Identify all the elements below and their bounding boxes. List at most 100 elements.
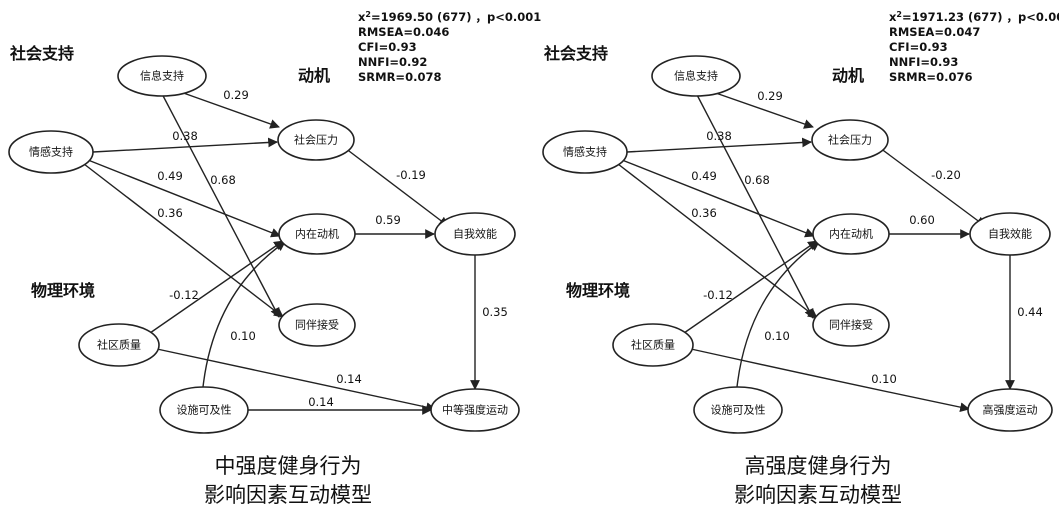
- coef-fac-intr: 0.10: [230, 329, 256, 343]
- coef-social-eff: -0.20: [931, 168, 961, 182]
- group-social-support: 社会支持: [9, 44, 74, 63]
- coef-intr-eff: 0.59: [375, 213, 401, 227]
- left-fit-stats: x2=1969.50 (677) ，p<0.001 RMSEA=0.046 CF…: [358, 10, 541, 84]
- fit-chi-prefix: x: [358, 10, 366, 24]
- node-outcome: [430, 388, 520, 432]
- node-self-efficacy: [969, 212, 1051, 256]
- coef-emo-social: 0.38: [172, 129, 198, 143]
- fit-srmr: SRMR=0.076: [889, 70, 972, 84]
- node-outcome-label: 中等强度运动: [442, 403, 508, 417]
- coef-social-eff: -0.19: [396, 168, 426, 182]
- node-social-pressure: [811, 119, 889, 161]
- node-info-support: [117, 55, 207, 97]
- coef-info-social: 0.29: [757, 89, 783, 103]
- fit-rmsea: RMSEA=0.047: [889, 25, 980, 39]
- edge-comm-intr: [149, 240, 284, 334]
- edge-emo-peer: [83, 163, 284, 318]
- node-intrinsic-motivation-label: 内在动机: [829, 227, 873, 241]
- edge-info-peer: [694, 90, 814, 319]
- fit-chi-sup: 2: [896, 10, 902, 19]
- group-motivation: 动机: [298, 66, 330, 85]
- coef-info-peer: 0.68: [744, 173, 770, 187]
- coef-comm-intr: -0.12: [703, 288, 733, 302]
- group-physical-env: 物理环境: [566, 281, 630, 300]
- group-motivation: 动机: [832, 66, 864, 85]
- fit-nnfi: NNFI=0.92: [358, 55, 427, 69]
- edge-emo-social: [92, 137, 278, 153]
- node-intrinsic-motivation: [278, 213, 356, 255]
- node-social-pressure-label: 社会压力: [294, 133, 338, 147]
- node-peer-acceptance: [812, 303, 890, 347]
- fit-chi-sup: 2: [365, 10, 371, 19]
- node-intrinsic-motivation: [812, 213, 890, 255]
- edge-comm-out: [156, 348, 436, 412]
- fit-chi-rest: =1969.50 (677) ，p<0.001: [371, 10, 541, 24]
- group-social-support: 社会支持: [543, 44, 608, 63]
- right-model: 信息支持 情感支持 社区质量 设施可及性 社会压力 内在动机 同伴接受 自我效能…: [542, 10, 1059, 507]
- node-outcome-label: 高强度运动: [983, 403, 1038, 417]
- coef-info-peer: 0.68: [210, 173, 236, 187]
- right-caption-line2: 影响因素互动模型: [734, 483, 902, 507]
- node-facility-access-label: 设施可及性: [177, 403, 232, 417]
- coef-emo-peer: 0.36: [691, 206, 717, 220]
- edge-fac-intr: [202, 241, 286, 388]
- left-nodes: 信息支持 情感支持 社区质量 设施可及性 社会压力 内在动机 同伴接受 自我效能…: [8, 55, 520, 434]
- edge-comm-out: [690, 348, 970, 412]
- left-model: 信息支持 情感支持 社区质量 设施可及性 社会压力 内在动机 同伴接受 自我效能…: [8, 10, 541, 507]
- fit-rmsea: RMSEA=0.046: [358, 25, 449, 39]
- group-physical-env: 物理环境: [31, 281, 95, 300]
- coef-comm-intr: -0.12: [169, 288, 199, 302]
- right-edges: [617, 90, 1015, 412]
- left-caption-line2: 影响因素互动模型: [204, 483, 372, 507]
- node-intrinsic-motivation-label: 内在动机: [295, 227, 339, 241]
- node-info-support: [651, 55, 741, 97]
- edge-emo-peer: [617, 163, 818, 319]
- right-nodes: 信息支持 情感支持 社区质量 设施可及性 社会压力 内在动机 同伴接受 自我效能…: [542, 55, 1053, 434]
- node-emotional-support: [542, 130, 628, 174]
- coef-emo-intr: 0.49: [157, 169, 183, 183]
- edge-emo-intr: [87, 159, 281, 238]
- coef-fac-intr: 0.10: [764, 329, 790, 343]
- edge-emo-intr: [621, 159, 815, 238]
- node-community-quality: [612, 323, 694, 367]
- right-caption-line1: 高强度健身行为: [745, 454, 892, 478]
- left-caption-line1: 中强度健身行为: [215, 454, 362, 478]
- node-info-support-label: 信息支持: [140, 69, 184, 83]
- node-community-quality: [78, 323, 160, 367]
- edge-emo-social: [626, 137, 812, 153]
- left-edges: [83, 89, 480, 415]
- coef-comm-out: 0.14: [336, 372, 362, 386]
- coef-emo-intr: 0.49: [691, 169, 717, 183]
- node-emotional-support: [8, 130, 94, 174]
- node-emotional-support-label: 情感支持: [29, 145, 73, 159]
- node-peer-acceptance-label: 同伴接受: [295, 319, 339, 332]
- node-facility-access: [693, 386, 783, 434]
- node-facility-access-label: 设施可及性: [711, 403, 766, 417]
- node-peer-acceptance-label: 同伴接受: [829, 319, 873, 332]
- fit-cfi: CFI=0.93: [889, 40, 948, 54]
- node-self-efficacy-label: 自我效能: [453, 227, 497, 241]
- fit-chi-rest: =1971.23 (677) ，p<0.001: [902, 10, 1059, 24]
- right-coefficients: 0.29 0.68 0.38 0.49 0.36 -0.12 0.10 -0.2…: [691, 89, 1043, 386]
- node-community-quality-label: 社区质量: [97, 338, 141, 352]
- fit-chi-square: x2=1969.50 (677) ，p<0.001: [358, 10, 541, 24]
- node-social-pressure: [277, 119, 355, 161]
- edge-comm-intr: [683, 240, 818, 334]
- node-facility-access: [159, 386, 249, 434]
- coef-intr-eff: 0.60: [909, 213, 935, 227]
- coef-info-social: 0.29: [223, 88, 249, 102]
- edge-fac-intr: [736, 241, 820, 388]
- node-self-efficacy-label: 自我效能: [988, 227, 1032, 241]
- node-self-efficacy: [434, 212, 516, 256]
- fit-srmr: SRMR=0.078: [358, 70, 441, 84]
- coef-emo-peer: 0.36: [157, 206, 183, 220]
- coef-eff-out: 0.44: [1017, 305, 1043, 319]
- fit-chi-square: x2=1971.23 (677) ，p<0.001: [889, 10, 1059, 24]
- node-info-support-label: 信息支持: [674, 69, 718, 83]
- coef-eff-out: 0.35: [482, 305, 508, 319]
- fit-chi-prefix: x: [889, 10, 897, 24]
- edge-info-peer: [159, 89, 280, 318]
- edge-social-eff: [879, 147, 986, 227]
- fit-cfi: CFI=0.93: [358, 40, 417, 54]
